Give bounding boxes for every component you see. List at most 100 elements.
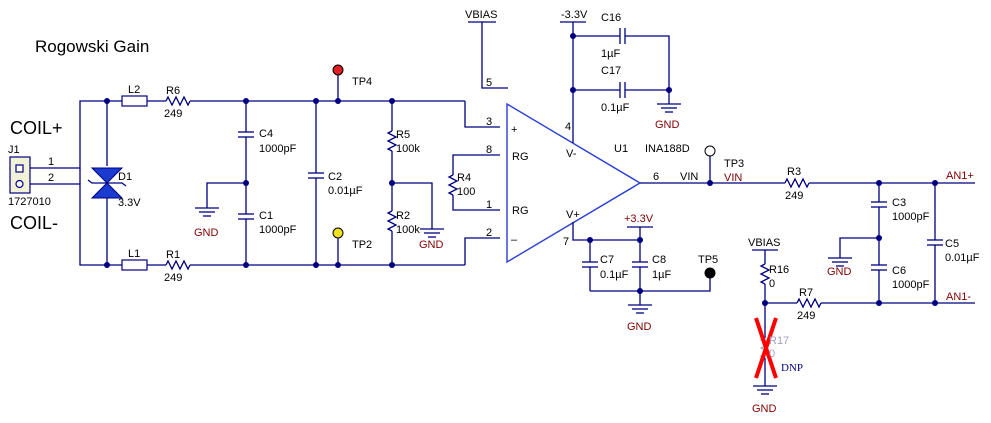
neg-supply-label: -3.3V bbox=[561, 9, 588, 21]
inductor-l2: L2 bbox=[121, 84, 148, 107]
j1-pin2: 2 bbox=[48, 172, 54, 184]
u1-vin-pin-label: VIN bbox=[680, 171, 698, 183]
test-point-tp5: TP5 bbox=[698, 254, 718, 279]
capacitor-c3: C3 1000pF bbox=[871, 183, 930, 265]
d1-value: 3.3V bbox=[118, 197, 141, 209]
c16-value: 1µF bbox=[601, 48, 620, 60]
c8-ref: C8 bbox=[652, 254, 666, 266]
test-point-tp2: TP2 bbox=[332, 227, 372, 265]
resistor-r6: R6 249 bbox=[164, 85, 191, 120]
test-point-tp3: TP3 VIN bbox=[704, 145, 744, 184]
gnd-label-4: GND bbox=[627, 321, 652, 333]
l1-ref: L1 bbox=[128, 248, 140, 260]
u1-vminus-pin-name: V- bbox=[566, 148, 577, 160]
u1-vplus-pin-name: V+ bbox=[566, 209, 580, 221]
r17-ref: R17 bbox=[769, 335, 789, 347]
vbias-top: VBIAS bbox=[465, 9, 508, 89]
gnd-label-2: GND bbox=[419, 239, 444, 251]
vin-net-label: VIN bbox=[724, 172, 742, 184]
c6-value: 1000pF bbox=[892, 279, 930, 291]
r3-ref: R3 bbox=[787, 166, 801, 178]
c17-value: 0.1µF bbox=[601, 102, 630, 114]
c2-ref: C2 bbox=[328, 171, 342, 183]
c7-value: 0.1µF bbox=[600, 269, 629, 281]
diode-d1: D1 3.3V bbox=[87, 166, 141, 209]
u1-rg1-pin-name: RG bbox=[512, 151, 529, 163]
tp5-label: TP5 bbox=[698, 254, 718, 266]
junction-dots bbox=[104, 33, 938, 306]
coil-minus-label: COIL- bbox=[10, 213, 58, 233]
vbias-right: VBIAS bbox=[748, 237, 780, 264]
capacitor-c2: C2 0.01µF bbox=[308, 101, 363, 265]
resistor-r16: R16 0 bbox=[759, 263, 789, 313]
u1-ref: U1 bbox=[614, 143, 628, 155]
u1-rg2-pin-name: RG bbox=[512, 205, 529, 217]
resistor-r3: R3 249 bbox=[710, 166, 975, 202]
r2-ref: R2 bbox=[396, 210, 410, 222]
r1-ref: R1 bbox=[166, 249, 180, 261]
j1-ref: J1 bbox=[8, 144, 20, 156]
r17-value: 0 bbox=[769, 348, 775, 360]
capacitor-c4: C4 1000pF bbox=[238, 101, 297, 214]
r4-value: 100 bbox=[457, 186, 475, 198]
u1-minus-pin-name: – bbox=[511, 234, 518, 246]
r4-ref: R4 bbox=[457, 172, 471, 184]
c4-value: 1000pF bbox=[259, 143, 297, 155]
gnd-label-1: GND bbox=[194, 227, 219, 239]
capacitor-c5: C5 0.01µF bbox=[927, 183, 980, 303]
r7-ref: R7 bbox=[799, 287, 813, 299]
gnd-label-5: GND bbox=[827, 266, 852, 278]
l2-ref: L2 bbox=[128, 84, 140, 96]
tp3-label: TP3 bbox=[724, 158, 744, 170]
c5-ref: C5 bbox=[945, 238, 959, 250]
c6-ref: C6 bbox=[892, 265, 906, 277]
c1-ref: C1 bbox=[259, 210, 273, 222]
r6-value: 249 bbox=[164, 108, 182, 120]
j1-pin1: 1 bbox=[48, 156, 54, 168]
input-wires bbox=[30, 100, 500, 266]
r3-value: 249 bbox=[785, 190, 803, 202]
u1-pin8: 8 bbox=[486, 144, 492, 156]
resistor-r1: R1 249 bbox=[164, 249, 191, 284]
r5-ref: R5 bbox=[396, 129, 410, 141]
test-point-tp4: TP4 bbox=[332, 64, 372, 101]
u1-plus-pin-name: + bbox=[511, 124, 517, 136]
inductor-l1: L1 bbox=[121, 248, 148, 271]
an1-minus-label: AN1- bbox=[946, 291, 971, 303]
c17-ref: C17 bbox=[601, 65, 621, 77]
tp4-label: TP4 bbox=[352, 76, 372, 88]
resistor-r17-dnp: R17 0 DNP GND bbox=[752, 313, 803, 415]
resistor-r5: R5 100k bbox=[386, 101, 420, 211]
c7-ref: C7 bbox=[600, 254, 614, 266]
j1-part: 1727010 bbox=[8, 196, 51, 208]
r17-dnp-note: DNP bbox=[781, 362, 803, 374]
pos-supply-label: +3.3V bbox=[624, 213, 654, 225]
r2-value: 100k bbox=[396, 224, 420, 236]
capacitor-c6: C6 1000pF bbox=[871, 264, 930, 303]
vbias-top-label: VBIAS bbox=[465, 9, 497, 21]
resistor-r2: R2 100k bbox=[386, 210, 420, 265]
r1-value: 249 bbox=[164, 272, 182, 284]
r6-ref: R6 bbox=[166, 85, 180, 97]
c8-value: 1µF bbox=[652, 269, 671, 281]
an1-plus-label: AN1+ bbox=[946, 170, 974, 182]
ground-1: GND bbox=[194, 182, 246, 239]
c3-ref: C3 bbox=[892, 197, 906, 209]
c1-value: 1000pF bbox=[259, 224, 297, 236]
u1-pin2: 2 bbox=[486, 227, 492, 239]
resistor-r7: R7 249 bbox=[765, 287, 975, 322]
positive-supply: +3.3V C7 0.1µF C8 1µF GND bbox=[582, 213, 711, 333]
r7-value: 249 bbox=[797, 310, 815, 322]
r5-value: 100k bbox=[396, 143, 420, 155]
connector-j1: J1 1727010 1 2 bbox=[8, 144, 54, 208]
c16-ref: C16 bbox=[601, 12, 621, 24]
d1-ref: D1 bbox=[118, 171, 132, 183]
u1-pin6: 6 bbox=[653, 171, 659, 183]
u1-pin1: 1 bbox=[486, 199, 492, 211]
c2-value: 0.01µF bbox=[328, 185, 363, 197]
r16-value: 0 bbox=[769, 278, 775, 290]
negative-supply: -3.3V C16 1µF C17 0.1µF GND bbox=[560, 9, 682, 131]
vbias-right-label: VBIAS bbox=[748, 237, 780, 249]
coil-plus-label: COIL+ bbox=[10, 118, 63, 138]
